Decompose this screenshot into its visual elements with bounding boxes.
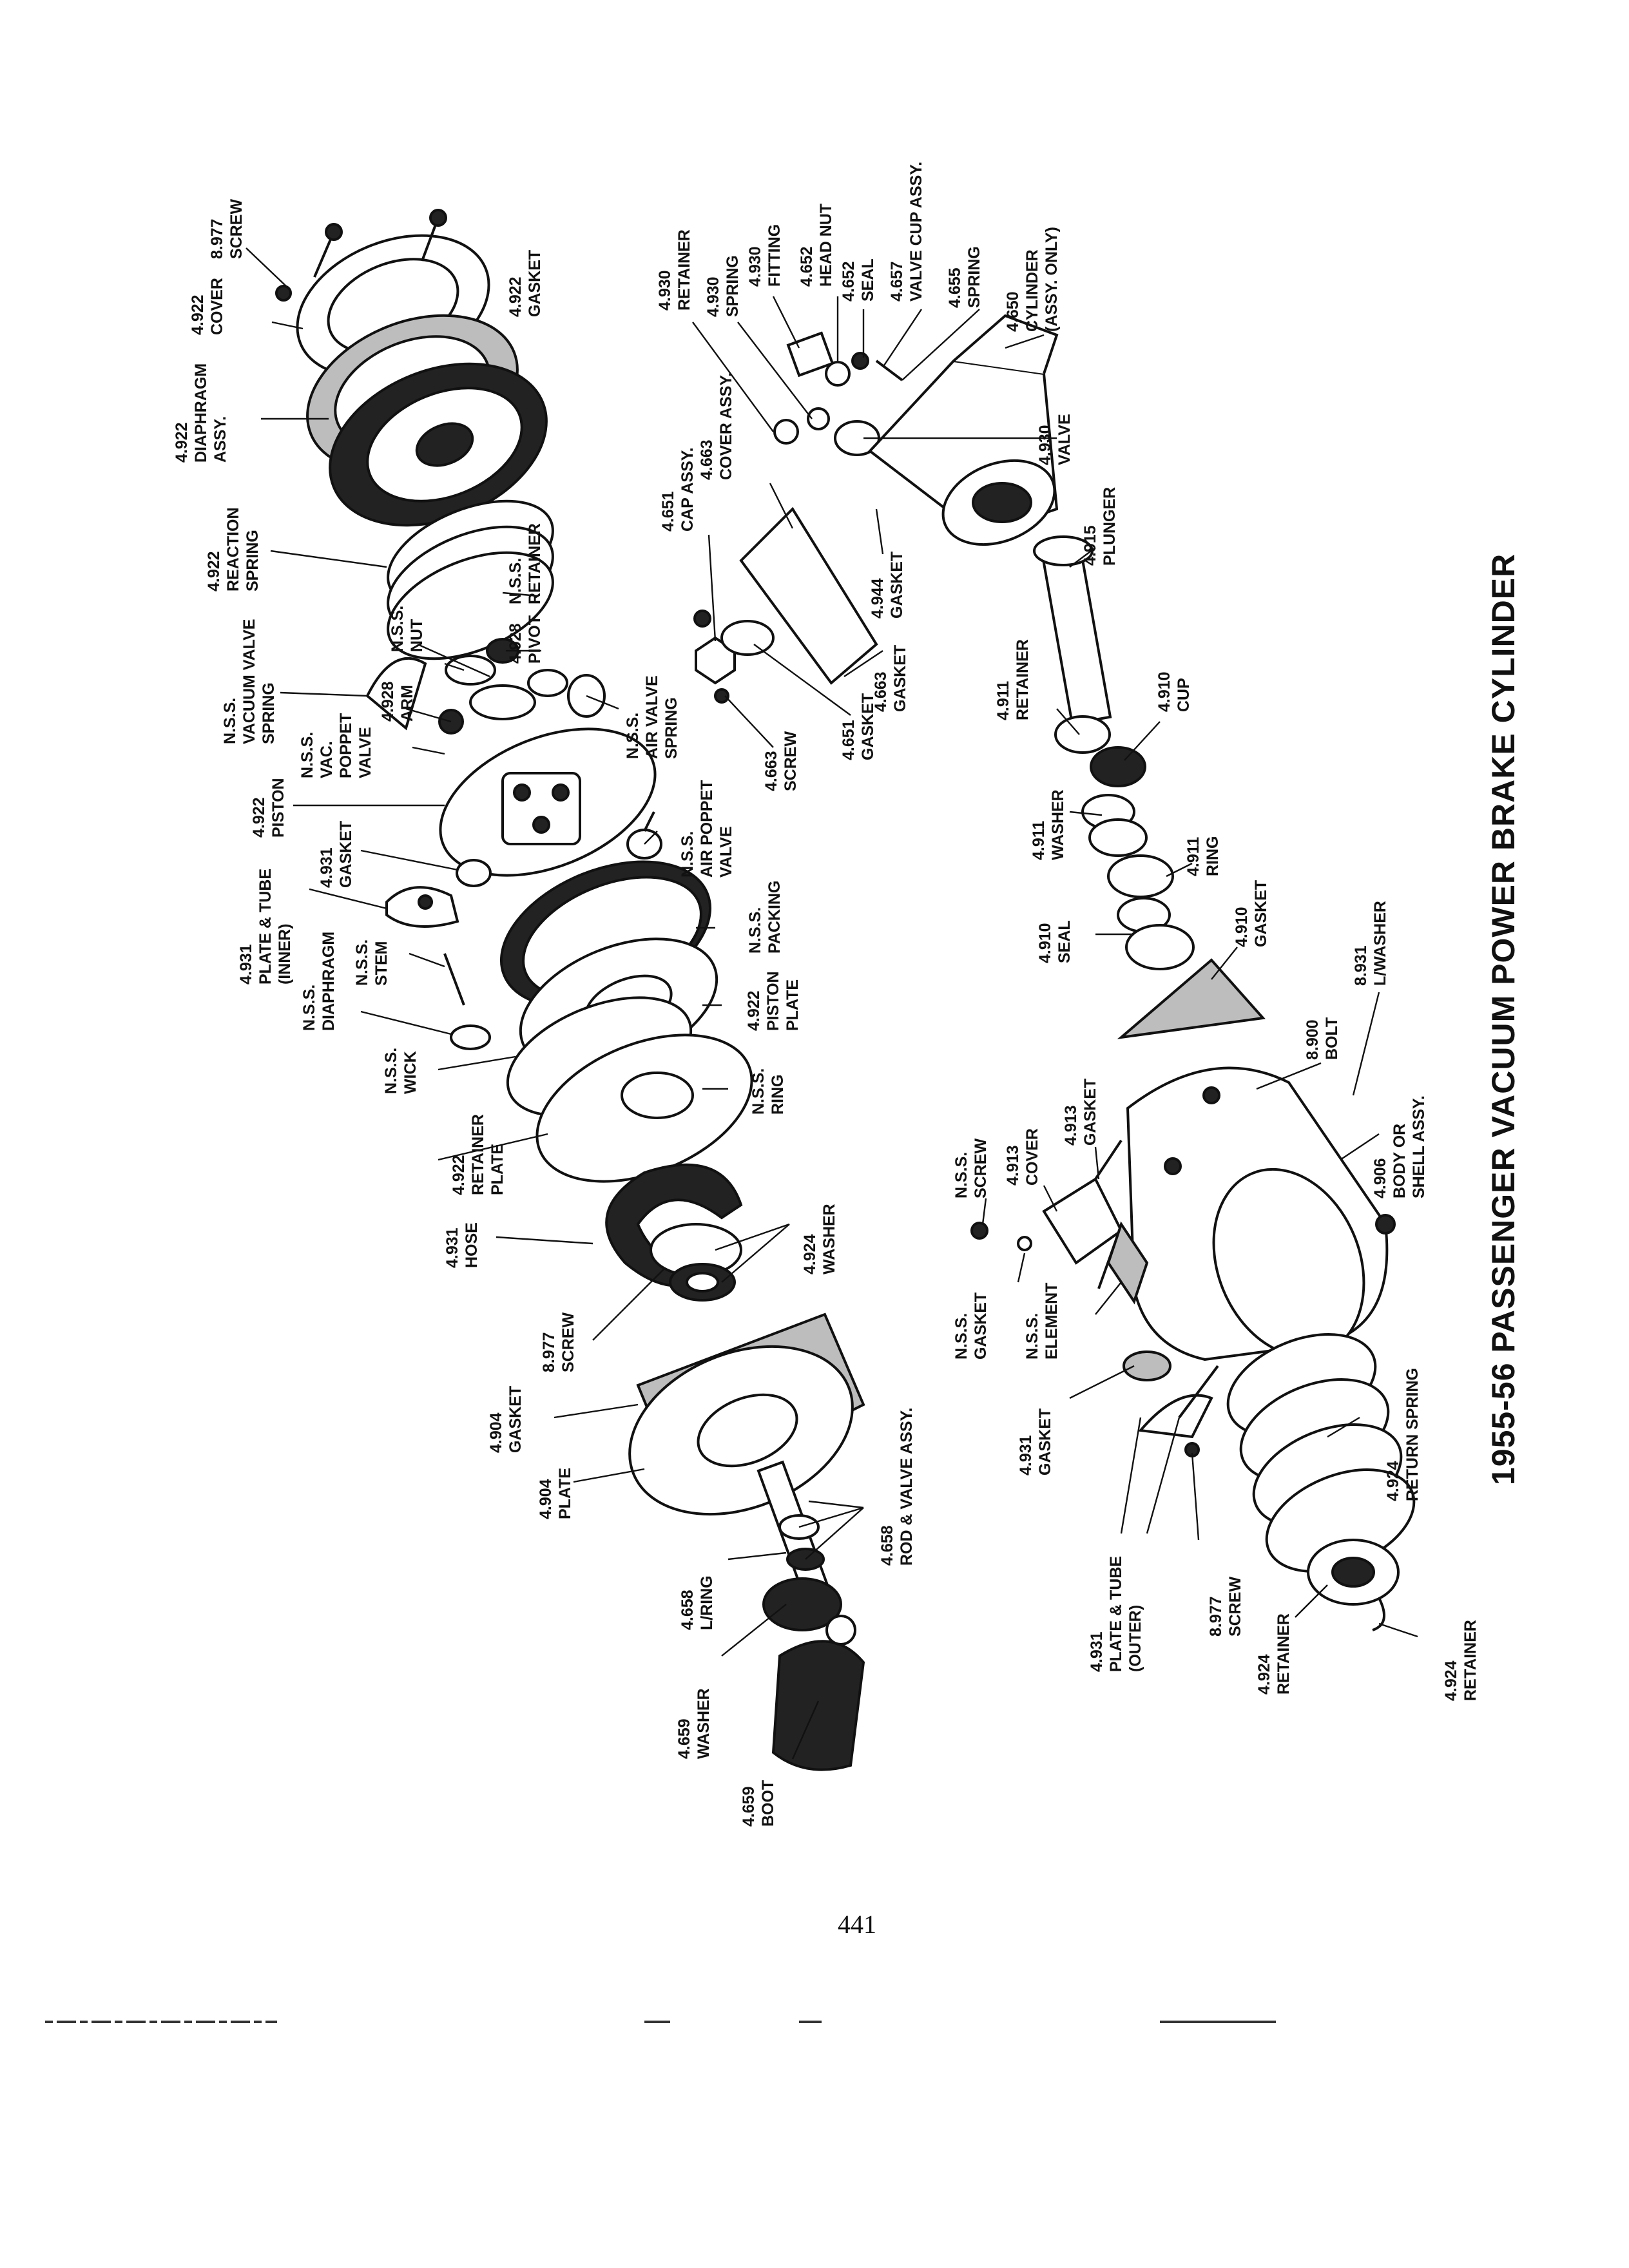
label-4911-retainer: 4.911RETAINER [994,639,1032,720]
label-4657-valve-cup-assy: 4.657VALVE CUP ASSY. [888,162,925,302]
label-4652-seal: 4.652SEAL [840,258,877,302]
label-nss-gasket: N.S.S.GASKET [952,1293,990,1360]
hose-part [605,1163,743,1287]
label-4928-arm: 4.928ARM [379,681,416,722]
label-8900-bolt: 8.900BOLT [1304,1017,1341,1060]
label-4651-gasket: 4.651GASKET [840,693,877,760]
label-4650-cylinder: 4.650CYLINDER(ASSY. ONLY) [1004,227,1061,332]
label-4931-hose: 4.931HOSE [443,1222,481,1268]
label-8931-l-washer: 8.931L/WASHER [1352,901,1389,986]
label-4931-gasket-lower: 4.931GASKET [1017,1408,1054,1475]
part-labels: 8.977SCREW 4.922COVER 4.922GASKET 4.922D… [173,162,1480,1827]
label-4651-cap-assy: 4.651CAP ASSY. [659,447,697,532]
reaction-spring-part [387,499,554,660]
label-4930-retainer: 4.930RETAINER [656,229,693,311]
washer-parts [650,1223,742,1302]
label-nss-packing: N.S.S.PACKING [746,881,784,954]
label-nss-vac-poppet-valve: N.S.S.VAC.POPPETVALVE [298,713,374,778]
label-4658-l-ring: 4.658L/RING [679,1575,716,1630]
stem-part [443,953,465,1006]
boot-part [762,1577,865,1771]
label-nss-nut: N.S.S.NUT [389,606,426,652]
diaphragm-assy-part [329,362,548,527]
label-4663-gasket: 4.663GASKET [872,645,909,712]
label-4924-return-spring: 4.924RETURN SPRING [1384,1368,1422,1501]
label-nss-vacuum-valve-spring: N.S.S.VACUUM VALVESPRING [221,619,278,744]
label-8977-screw-lower: 8.977SCREW [540,1312,577,1372]
hydraulic-cylinder-part [868,314,1059,546]
label-4922-diaphragm-assy: 4.922DIAPHRAGMASSY. [173,363,229,463]
label-4911-washer: 4.911WASHER [1030,789,1067,860]
label-4663-screw: 4.663SCREW [762,731,800,791]
body-shell-part [1126,1066,1396,1361]
rear-retainer-part [1307,1539,1400,1631]
label-nss-air-poppet-valve: N.S.S.AIR POPPETVALVE [679,780,735,878]
label-4910-gasket: 4.910GASKET [1233,880,1270,947]
cap-assy-part [693,610,775,704]
label-4915-plunger: 4.915PLUNGER [1081,487,1119,566]
label-4924-retainer-2: 4.924RETAINER [1442,1620,1480,1701]
label-nss-screw: N.S.S.SCREW [952,1139,990,1198]
label-8977-screw-rear: 8.977SCREW [1207,1577,1244,1637]
label-4652-head-nut: 4.652HEAD NUT [798,204,835,287]
valve-fitting-parts [773,331,903,456]
label-4931-gasket: 4.931GASKET [318,821,355,888]
filter-cover-parts [970,1139,1149,1305]
label-4913-cover: 4.913COVER [1004,1128,1041,1186]
label-4655-spring: 4.655SPRING [946,246,983,308]
label-4931-plate-tube-outer: 4.931PLATE & TUBE(OUTER) [1088,1556,1144,1672]
label-4922-reaction-spring: 4.922REACTIONSPRING [205,507,262,591]
label-4910-cup: 4.910CUP [1155,671,1193,712]
label-4904-plate: 4.904PLATE [537,1468,574,1519]
label-4922-gasket: 4.922GASKET [506,250,544,317]
parts-artwork [275,209,1416,1771]
label-8977-screw: 8.977SCREW [208,199,246,259]
label-nss-wick: N.S.S.WICK [382,1048,419,1094]
label-nss-ring: N.S.S.RING [749,1068,787,1115]
label-4931-plate-tube-inner: 4.931PLATE & TUBE(INNER) [237,869,294,985]
label-nss-element: N.S.S.ELEMENT [1023,1283,1061,1360]
label-4944-gasket: 4.944GASKET [869,552,906,619]
label-nss-stem: N.S.S.STEM [353,939,390,986]
outer-plate-tube-parts [1123,1350,1219,1457]
label-4913-gasket: 4.913GASKET [1062,1079,1099,1146]
leader-lines [246,247,1418,1760]
label-4930-spring: 4.930SPRING [704,255,742,317]
plate-tube-inner-part [385,886,459,928]
label-4906-body-shell-assy: 4.906BODY ORSHELL ASSY. [1371,1095,1428,1198]
cover-assy-part [739,506,878,685]
seal-cup-parts [1054,715,1195,970]
label-4658-rod-valve-assy: 4.658ROD & VALVE ASSY. [878,1408,916,1566]
page-number: 441 [838,1910,876,1939]
label-4924-retainer: 4.924RETAINER [1255,1613,1293,1695]
label-nss-air-valve-spring: N.S.S.AIR VALVESPRING [624,675,680,759]
label-nss-diaphragm: N.S.S.DIAPHRAGM [300,932,338,1031]
cover-screw-parts [275,209,447,302]
label-4910-seal: 4.910SEAL [1036,920,1074,963]
label-4924-washer: 4.924WASHER [801,1204,838,1274]
front-plate-part [628,1345,854,1516]
label-4922-cover: 4.922COVER [189,278,226,335]
label-4904-gasket: 4.904GASKET [487,1386,525,1453]
label-4911-ring: 4.911RING [1184,836,1222,877]
label-4922-piston-plate: 4.922PISTONPLATE [745,971,802,1031]
label-4659-boot: 4.659BOOT [740,1780,777,1827]
piston-part [439,727,657,877]
label-4930-valve: 4.930VALVE [1036,414,1074,465]
label-4922-retainer-plate: 4.922RETAINERPLATE [450,1114,506,1195]
label-nss-retainer: N.S.S.RETAINER [506,523,544,604]
label-4659-washer: 4.659WASHER [675,1688,713,1759]
label-4663-cover-assy: 4.663COVER ASSY. [698,372,735,480]
diaphragm-small-part [450,1024,491,1050]
diagram-title: 1955-56 PASSENGER VACUUM POWER BRAKE CYL… [1485,553,1521,1485]
label-4928-pivot: 4.928PIVOT [506,615,544,664]
label-4930-fitting: 4.930FITTING [746,224,784,287]
label-4922-piston: 4.922PISTON [250,778,287,838]
gasket-small-part [456,859,492,887]
body-gasket-part [1117,958,1266,1039]
